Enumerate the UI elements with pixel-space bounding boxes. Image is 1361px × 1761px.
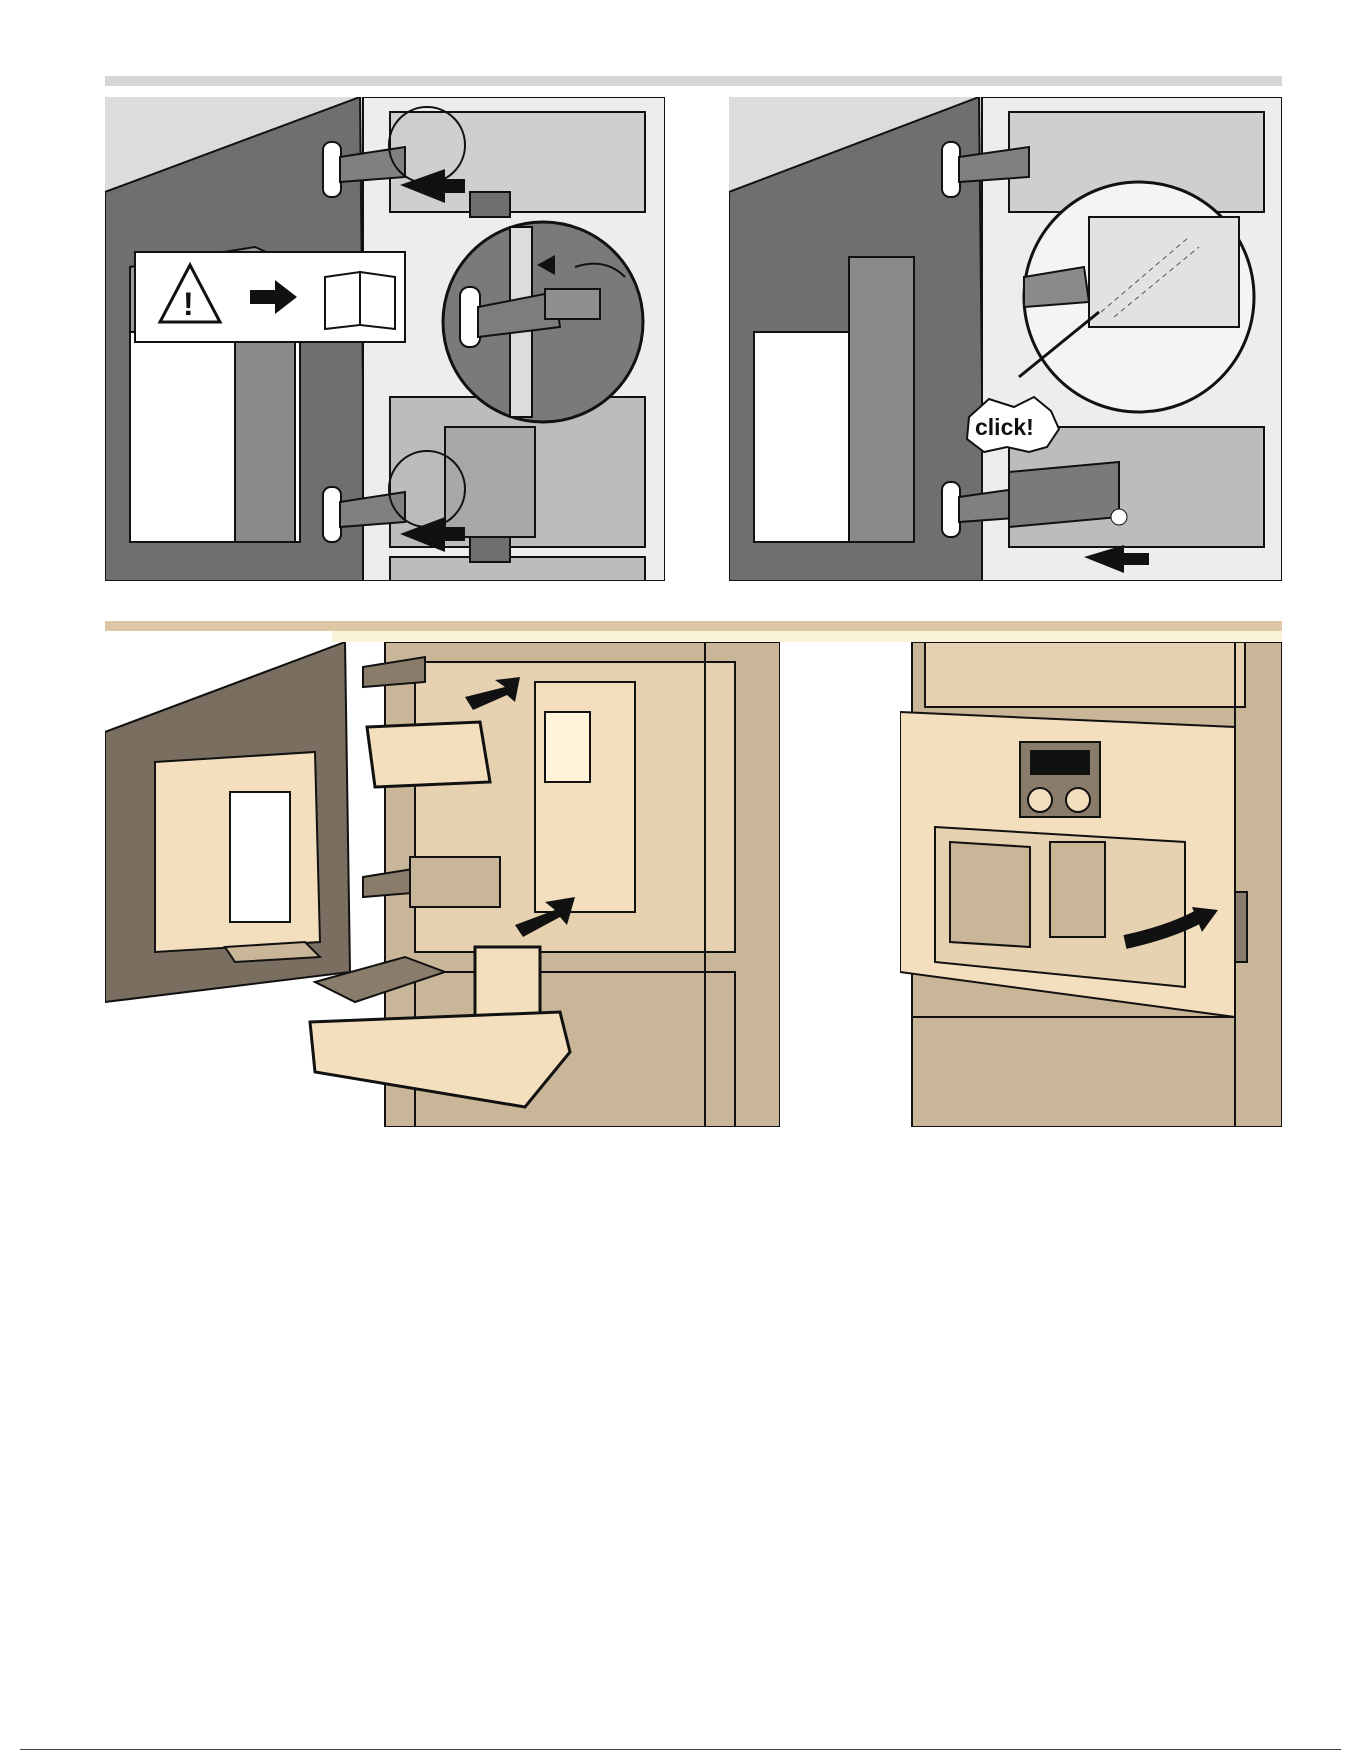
installed-appliance-drawing [900, 642, 1282, 1127]
hinge-mounting-drawing: ! [105, 97, 665, 581]
install-parts-drawing [105, 642, 780, 1127]
illustration-panel-install-parts [105, 642, 780, 1127]
warning-see-manual-box: ! [135, 252, 405, 342]
section-band-bottom [105, 621, 1282, 631]
section-band-top [105, 76, 1282, 86]
section-band-bottom-highlight [332, 631, 1282, 642]
knob-icon [1028, 788, 1052, 812]
knob-icon [1066, 788, 1090, 812]
manual-book-icon [325, 272, 395, 329]
page-footer-rule [20, 1749, 1341, 1750]
click-label: click! [975, 414, 1034, 440]
hinge-screwing-drawing: click! [729, 97, 1282, 581]
svg-text:!: ! [183, 286, 194, 322]
illustration-panel-installed-appliance [900, 642, 1282, 1127]
illustration-panel-hinge-screwing: click! [729, 97, 1282, 581]
illustration-panel-hinge-mounting: ! [105, 97, 665, 581]
